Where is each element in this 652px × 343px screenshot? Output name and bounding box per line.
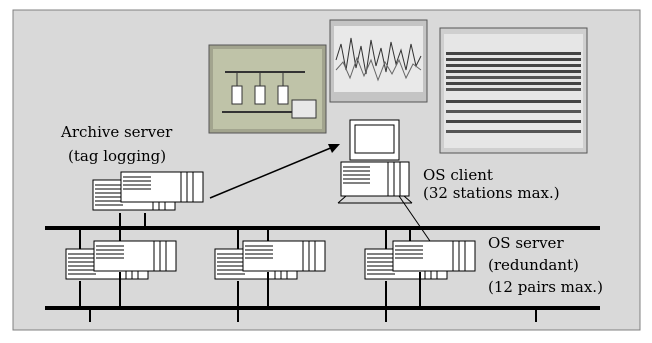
os-server-title: OS server: [488, 234, 564, 252]
os-server-subtitle: (redundant): [488, 256, 579, 274]
os-client-subtitle: (32 stations max.): [423, 184, 560, 202]
screenshot-alarm-list: [439, 27, 588, 154]
archive-to-client-arrow: [209, 144, 340, 199]
archive-server-subtitle: (tag logging): [68, 147, 166, 165]
archive-server-title: Archive server: [60, 123, 173, 141]
client-connection-line: [398, 195, 433, 245]
os-server-subtitle-2: (12 pairs max.): [488, 278, 603, 296]
os-client-title: OS client: [423, 166, 493, 184]
bus-drops-lower: [79, 272, 537, 322]
screenshot-process-picture: [208, 44, 327, 134]
os-client-workstation: [337, 119, 413, 204]
screenshot-trend-view: [329, 19, 428, 103]
